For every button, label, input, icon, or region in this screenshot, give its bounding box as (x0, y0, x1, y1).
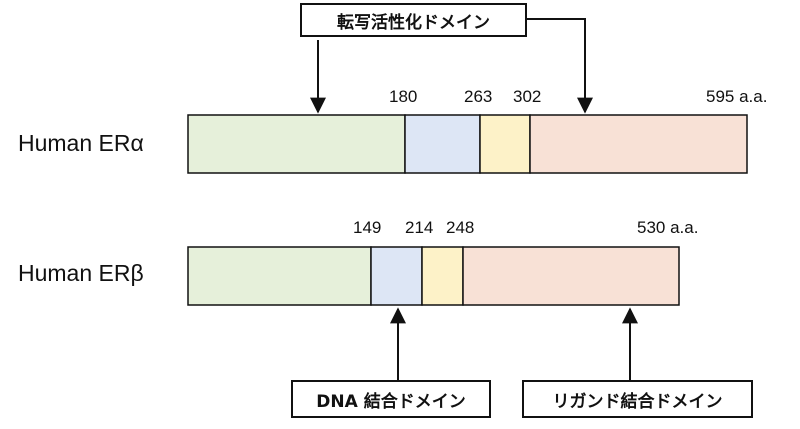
ligand-binding-domain-label: リガンド結合ドメイン (522, 380, 753, 418)
erb-transactivation-segment (187, 246, 372, 306)
erb-position-4: 530 a.a. (637, 218, 699, 237)
erb-hinge-segment (421, 246, 464, 306)
erb-dna-binding-segment (370, 246, 423, 306)
erb-position-3: 248 (446, 218, 475, 237)
era-dna-binding-segment (404, 114, 481, 174)
era-hinge-segment (479, 114, 531, 174)
transactivation-domain-label: 転写活性化ドメイン (300, 3, 527, 37)
erb-bar (187, 246, 680, 306)
transactivation-connector-right (525, 18, 593, 114)
era-ligand-binding-segment (529, 114, 748, 174)
erb-ligand-binding-segment (462, 246, 680, 306)
protein-name-era: Human ERα (18, 130, 144, 156)
era-transactivation-segment (187, 114, 406, 174)
era-bar (187, 114, 748, 174)
era-position-3: 302 (513, 87, 542, 106)
erb-position-2: 214 (405, 218, 434, 237)
erb-position-1: 149 (353, 218, 382, 237)
protein-name-erb: Human ERβ (18, 260, 144, 286)
era-position-2: 263 (464, 87, 493, 106)
era-position-1: 180 (389, 87, 418, 106)
dna-binding-domain-label: DNA 結合ドメイン (291, 380, 491, 418)
era-position-4: 595 a.a. (706, 87, 768, 106)
